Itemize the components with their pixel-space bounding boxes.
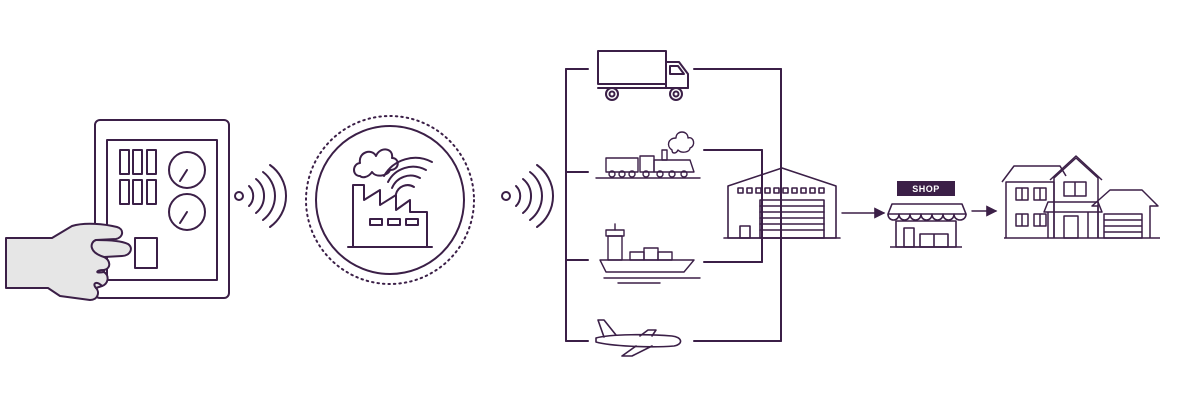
- train-icon: [595, 131, 701, 179]
- house-icon: [1001, 155, 1160, 239]
- shop-icon: SHOP: [887, 181, 967, 248]
- wireless-signal-icon: [501, 164, 554, 228]
- smart-factory-icon: [305, 115, 475, 285]
- transport-connectors: [565, 68, 782, 342]
- wireless-signal-icon: [234, 164, 287, 228]
- hand-pressing-icon: [5, 222, 132, 301]
- airplane-icon: [595, 319, 682, 357]
- cargo-ship-icon: [599, 223, 701, 284]
- control-panel-icon: [94, 119, 230, 299]
- shop-sign-label: SHOP: [912, 184, 940, 194]
- warehouse-icon: [723, 167, 841, 239]
- shop-sign: [897, 181, 955, 196]
- truck-icon: [597, 50, 689, 101]
